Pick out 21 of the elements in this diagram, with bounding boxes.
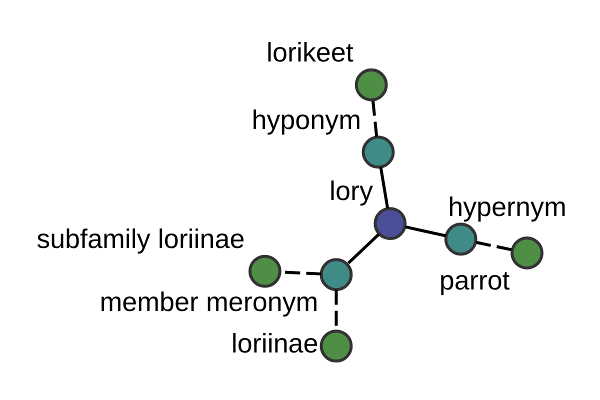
node-circle (510, 236, 544, 269)
node-label: loriinae (231, 328, 318, 358)
connector (371, 100, 378, 136)
node-label: hyponym (252, 104, 362, 134)
node-circle (374, 206, 407, 240)
node-label: member meronym (100, 286, 318, 317)
node-circle (320, 258, 353, 291)
connector (379, 166, 390, 208)
node-label: parrot (439, 265, 510, 296)
node-circle (320, 329, 353, 362)
node-label: hypernym (448, 191, 566, 222)
connector (347, 232, 380, 264)
node-circle (362, 135, 395, 168)
node-circle (354, 68, 388, 101)
node-label: lorikeet (266, 37, 354, 68)
node-label: lory (330, 176, 373, 206)
node-circle (444, 222, 478, 256)
connector (404, 224, 446, 237)
node-circle (248, 254, 282, 288)
node-label: subfamily loriinae (36, 223, 245, 254)
connector (476, 240, 512, 251)
